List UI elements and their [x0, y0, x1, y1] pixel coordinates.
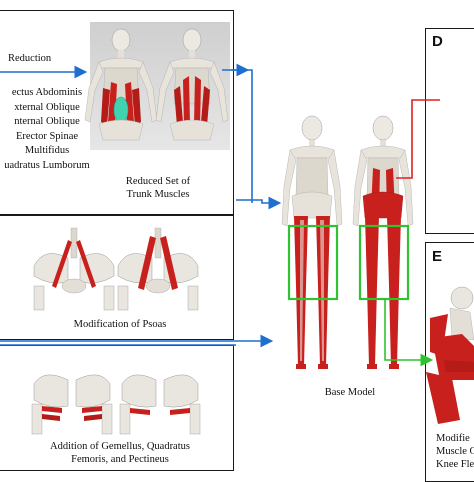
hip-caption-line: Addition of Gemellus, Quadratus [50, 441, 190, 452]
muscle-label: ectus Abdominis [11, 87, 83, 98]
pelvis-gemellus-right [119, 374, 201, 435]
base-model-figures [281, 115, 414, 369]
trunk-caption: Reduced Set of Trunk Muscles [100, 175, 216, 201]
panel-e-caption: Modifie Muscle Gu Knee Fle [436, 432, 474, 471]
panel-e-caption-line: Knee Fle [436, 459, 474, 470]
highlight-box-front-legs [287, 224, 339, 301]
pelvis-psoas-right [117, 227, 199, 311]
reduction-label: Reduction [8, 53, 52, 64]
muscle-label: Erector Spinae [15, 130, 79, 142]
trunk-caption-line: Trunk Muscles [126, 189, 190, 200]
hip-caption: Addition of Gemellus, Quadratus Femoris,… [20, 440, 220, 466]
muscle-label: Multifidus [24, 145, 70, 156]
front-skeleton-figure [84, 28, 158, 141]
hip-muscle-images [31, 374, 201, 435]
muscle-label: nternal Oblique [14, 116, 80, 127]
trunk-caption-line: Reduced Set of [125, 176, 191, 187]
arrow-to-panel-d [396, 99, 440, 179]
back-skeleton-figure [155, 28, 229, 141]
muscle-label: xternal Oblique [14, 101, 80, 113]
muscle-label: uadratus Lumborum [4, 159, 90, 171]
pelvis-gemellus-left [31, 374, 113, 435]
psoas-caption: Modification of Psoas [73, 319, 167, 330]
trunk-muscles-image [84, 22, 230, 150]
base-model-caption: Base Model [324, 387, 376, 398]
panel-e-caption-line: Muscle Gu [436, 446, 474, 457]
base-model-back-figure [352, 115, 414, 369]
panel-e-letter: E [432, 248, 443, 265]
arrow-to-panel-e [384, 299, 434, 367]
panel-d [425, 28, 474, 234]
pelvis-psoas-left [33, 227, 115, 311]
base-model-front-figure [281, 115, 343, 369]
panel-e-caption-line: Modifie [436, 433, 470, 444]
highlight-box-back-legs [358, 224, 410, 301]
panel-d-letter: D [432, 33, 443, 50]
crouching-figure [426, 286, 474, 424]
psoas-images [33, 227, 199, 311]
hip-caption-line: Femoris, and Pectineus [71, 454, 169, 465]
trunk-muscle-list: ectus Abdominis xternal Oblique nternal … [4, 86, 90, 173]
